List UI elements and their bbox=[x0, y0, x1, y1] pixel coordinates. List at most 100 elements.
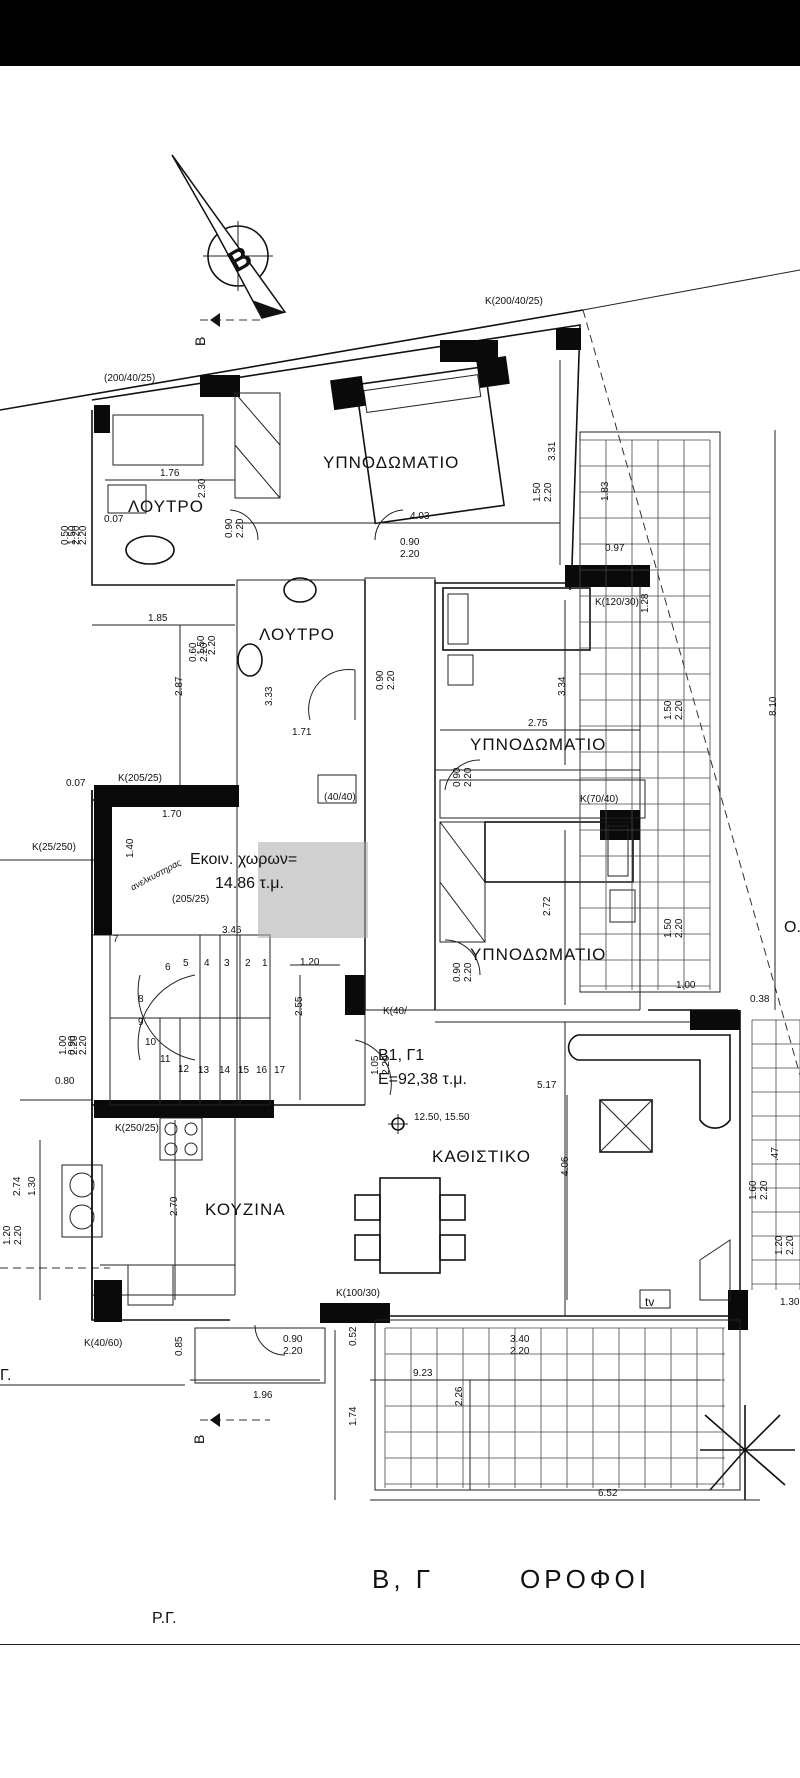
north-arrow-icon: B bbox=[171, 154, 287, 319]
section-marker-bottom: B bbox=[191, 1413, 270, 1444]
room-label-living: ΚΑΘΙΣΤΙΚΟ bbox=[432, 1147, 531, 1166]
setback-line bbox=[582, 309, 800, 1076]
dim-label: 1.30 bbox=[27, 1176, 38, 1196]
room-label-bathroom-2: ΛΟΥΤΡΟ bbox=[259, 625, 335, 644]
boundary-line bbox=[0, 309, 584, 411]
stair-step-number: 3 bbox=[224, 958, 230, 969]
coffee-table-icon bbox=[599, 1099, 653, 1153]
opening-width: 1.50 bbox=[196, 635, 207, 655]
stair-step-number: 17 bbox=[274, 1065, 286, 1076]
common-area-line2: 14.86 τ.μ. bbox=[215, 875, 284, 892]
room-label-bathroom-1: ΛΟΥΤΡΟ bbox=[128, 497, 204, 516]
opening-width: 0.90 bbox=[452, 767, 463, 787]
opening-height: 2.20 bbox=[674, 700, 685, 720]
top-black-bar bbox=[0, 0, 800, 66]
column-label: K(25/250) bbox=[32, 842, 76, 853]
opening-width: 0.90 bbox=[224, 518, 235, 538]
unit-name: Β1, Γ1 bbox=[378, 1047, 424, 1064]
shaft-label: ανελκυστηρας bbox=[129, 857, 184, 892]
staircase bbox=[109, 934, 271, 1106]
stair-step-number: 13 bbox=[198, 1065, 210, 1076]
terrace-bottom bbox=[374, 1319, 741, 1491]
opening-width: 3.40 bbox=[510, 1334, 530, 1345]
floor-title-right: ΟΡΟΦΟΙ bbox=[520, 1564, 650, 1594]
dim-label: 2.87 bbox=[174, 676, 185, 696]
dim-label: 1.70 bbox=[162, 809, 182, 820]
dim-label: 0.07 bbox=[66, 778, 86, 789]
stair-step-number: 5 bbox=[183, 958, 189, 969]
stair-step-number: 1 bbox=[262, 958, 268, 969]
dim-label: 2.30 bbox=[197, 478, 208, 498]
opening-height: 2.20 bbox=[510, 1346, 530, 1357]
dim-label: 0.07 bbox=[104, 514, 124, 525]
opening-width: 1.50 bbox=[532, 482, 543, 502]
opening-height: 2.20 bbox=[78, 525, 89, 545]
dim-label: 2.26 bbox=[454, 1386, 465, 1406]
floor-title-left: Β, Γ bbox=[372, 1564, 434, 1594]
stair-step-number: 16 bbox=[256, 1065, 268, 1076]
section-letter-top: B bbox=[192, 337, 208, 346]
dim-label: 3.46 bbox=[222, 925, 242, 936]
opening-height: 2.20 bbox=[400, 549, 420, 560]
column-label: K(40/ bbox=[383, 1006, 407, 1017]
opening-width: 0.90 bbox=[67, 1035, 78, 1055]
dim-label: 6.52 bbox=[598, 1488, 618, 1499]
sofa-icon bbox=[567, 1034, 731, 1129]
dim-label: 1.00 bbox=[676, 980, 696, 991]
dim-label: 2.72 bbox=[542, 896, 553, 916]
stair-step-number: 14 bbox=[219, 1065, 231, 1076]
single-bed-icon bbox=[442, 587, 591, 651]
single-bed-icon-2 bbox=[484, 821, 634, 883]
common-area-line1: Εκοιν. χωρων= bbox=[190, 851, 297, 868]
opening-height: 2.20 bbox=[463, 767, 474, 787]
opening-height: 2.20 bbox=[386, 670, 397, 690]
dim-label: 4.06 bbox=[560, 1156, 571, 1176]
column-label: (40/40) bbox=[324, 792, 356, 803]
stair-step-number: 8 bbox=[138, 994, 144, 1005]
dim-label: 0.80 bbox=[55, 1076, 75, 1087]
opening-height: 2.20 bbox=[199, 642, 210, 662]
toilet-icon bbox=[237, 643, 263, 677]
stair-step-number: 4 bbox=[204, 958, 210, 969]
opening-height: 2.20 bbox=[463, 962, 474, 982]
dim-label: 5.17 bbox=[537, 1080, 557, 1091]
opening-width: 1.00 bbox=[58, 1035, 69, 1055]
dim-label: 1.85 bbox=[148, 613, 168, 624]
opening-height: 2.20 bbox=[543, 482, 554, 502]
dim-label: 1.76 bbox=[160, 468, 180, 479]
stair-step-number: 12 bbox=[178, 1064, 190, 1075]
opening-width: 0.50 bbox=[60, 525, 71, 545]
opening-height: 2.20 bbox=[759, 1180, 770, 1200]
opening-width: 1.50 bbox=[663, 918, 674, 938]
opening-height: 2.20 bbox=[283, 1346, 303, 1357]
dim-label: 0.97 bbox=[605, 543, 625, 554]
side-label-left: Γ. bbox=[0, 1367, 12, 1384]
dim-label: 0.85 bbox=[174, 1336, 185, 1356]
bottom-rule bbox=[0, 1644, 800, 1645]
opening-width: 0.90 bbox=[283, 1334, 303, 1345]
column-label: K(250/25) bbox=[115, 1123, 159, 1134]
opening-width: 1.20 bbox=[2, 1225, 13, 1245]
dim-label: 1.40 bbox=[125, 838, 136, 858]
column-label: K(70/40) bbox=[580, 794, 618, 805]
footer-note: Ρ.Γ. bbox=[152, 1610, 177, 1627]
section-letter-bottom: B bbox=[191, 1435, 207, 1444]
column-label: (205/25) bbox=[172, 894, 209, 905]
opening-width: 0.90 bbox=[452, 962, 463, 982]
dim-label: 8.10 bbox=[768, 696, 779, 716]
dining-table-icon bbox=[354, 1177, 466, 1274]
stair-step-number: 6 bbox=[165, 962, 171, 973]
room-label-bedroom-3: ΥΠΝΟΔΩΜΑΤΙΟ bbox=[470, 945, 606, 964]
opening-width: 1.50 bbox=[67, 525, 78, 545]
level-marker-icon bbox=[388, 1114, 408, 1134]
hob-icon bbox=[159, 1117, 203, 1161]
dim-label: 3.33 bbox=[264, 686, 275, 706]
tv-label: tv bbox=[645, 1295, 654, 1309]
dim-label: 3.31 bbox=[547, 441, 558, 461]
opening-height: 2.20 bbox=[674, 918, 685, 938]
unit-area: Ε=92,38 τ.μ. bbox=[378, 1071, 467, 1088]
dim-label: 2.70 bbox=[169, 1196, 180, 1216]
column-label: K(40/60) bbox=[84, 1338, 122, 1349]
dim-label: 1.30 bbox=[780, 1297, 800, 1308]
